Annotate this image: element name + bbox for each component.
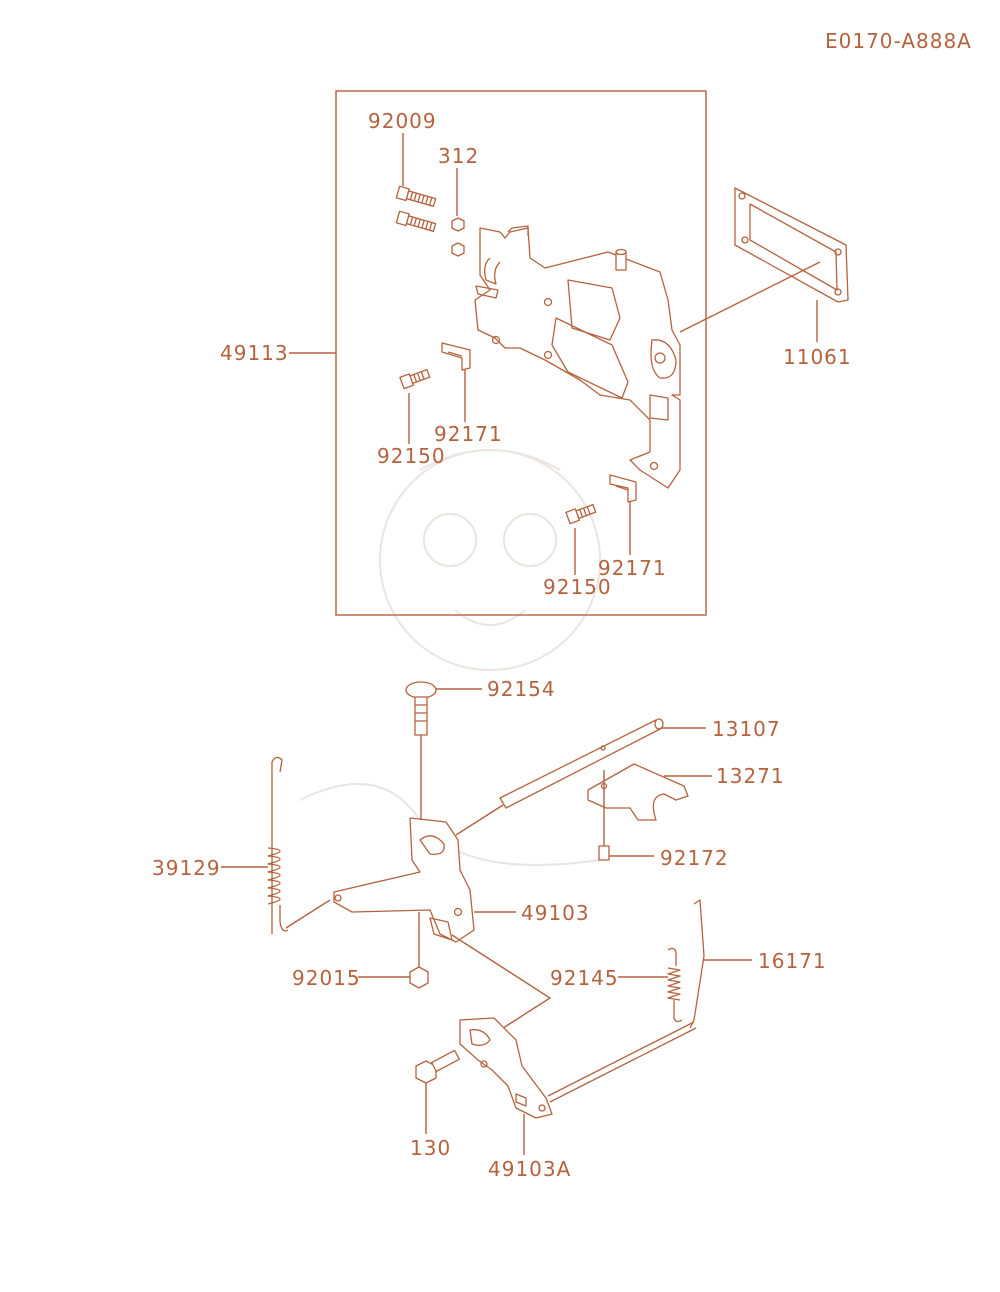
plate-13271 (587, 763, 689, 821)
callout-92145: 92145 (550, 966, 619, 990)
clip-92171-b (609, 474, 637, 503)
callout-312: 312 (438, 144, 479, 168)
lever-49103 (333, 817, 475, 943)
lever-49103A (459, 1017, 553, 1119)
leaders-lower (221, 688, 752, 1155)
callout-13107: 13107 (712, 717, 781, 741)
bolt-92150-a (399, 369, 431, 390)
callout-11061: 11061 (783, 345, 852, 369)
callout-labels: 92009 312 49113 11061 92171 92150 92171 … (152, 109, 852, 1181)
spring-39129 (267, 756, 331, 934)
rod-16171 (547, 899, 705, 1103)
callout-49103: 49103 (521, 901, 590, 925)
callout-39129: 39129 (152, 856, 221, 880)
callout-16171: 16171 (758, 949, 827, 973)
screw-92172 (598, 770, 610, 861)
callout-49103A: 49103A (488, 1157, 571, 1181)
control-plate-49113 (474, 225, 681, 489)
bolt-92150-b (565, 504, 597, 525)
spring-92145 (667, 947, 683, 1023)
bolt-92009-pair (395, 185, 437, 232)
link-line (451, 934, 552, 1031)
leaders-upper (289, 133, 821, 575)
nut-92015 (409, 912, 429, 989)
callout-92009: 92009 (368, 109, 437, 133)
watermark-mascot (299, 449, 601, 866)
callout-92150-b: 92150 (543, 575, 612, 599)
callout-92015: 92015 (292, 966, 361, 990)
callout-13271: 13271 (716, 764, 785, 788)
bolt-130 (415, 1049, 460, 1134)
drawing-code: E0170-A888A (825, 29, 972, 53)
rivet-92154 (405, 681, 437, 736)
clip-92171-a (441, 342, 471, 371)
callout-92171-a: 92171 (434, 422, 503, 446)
gasket-11061 (734, 187, 849, 303)
callout-130: 130 (410, 1136, 451, 1160)
callout-92150-a: 92150 (377, 444, 446, 468)
callout-49113: 49113 (220, 341, 289, 365)
callout-92154: 92154 (487, 677, 556, 701)
callout-92171-b: 92171 (598, 556, 667, 580)
nut-312-pair (451, 217, 465, 257)
callout-92172: 92172 (660, 846, 729, 870)
